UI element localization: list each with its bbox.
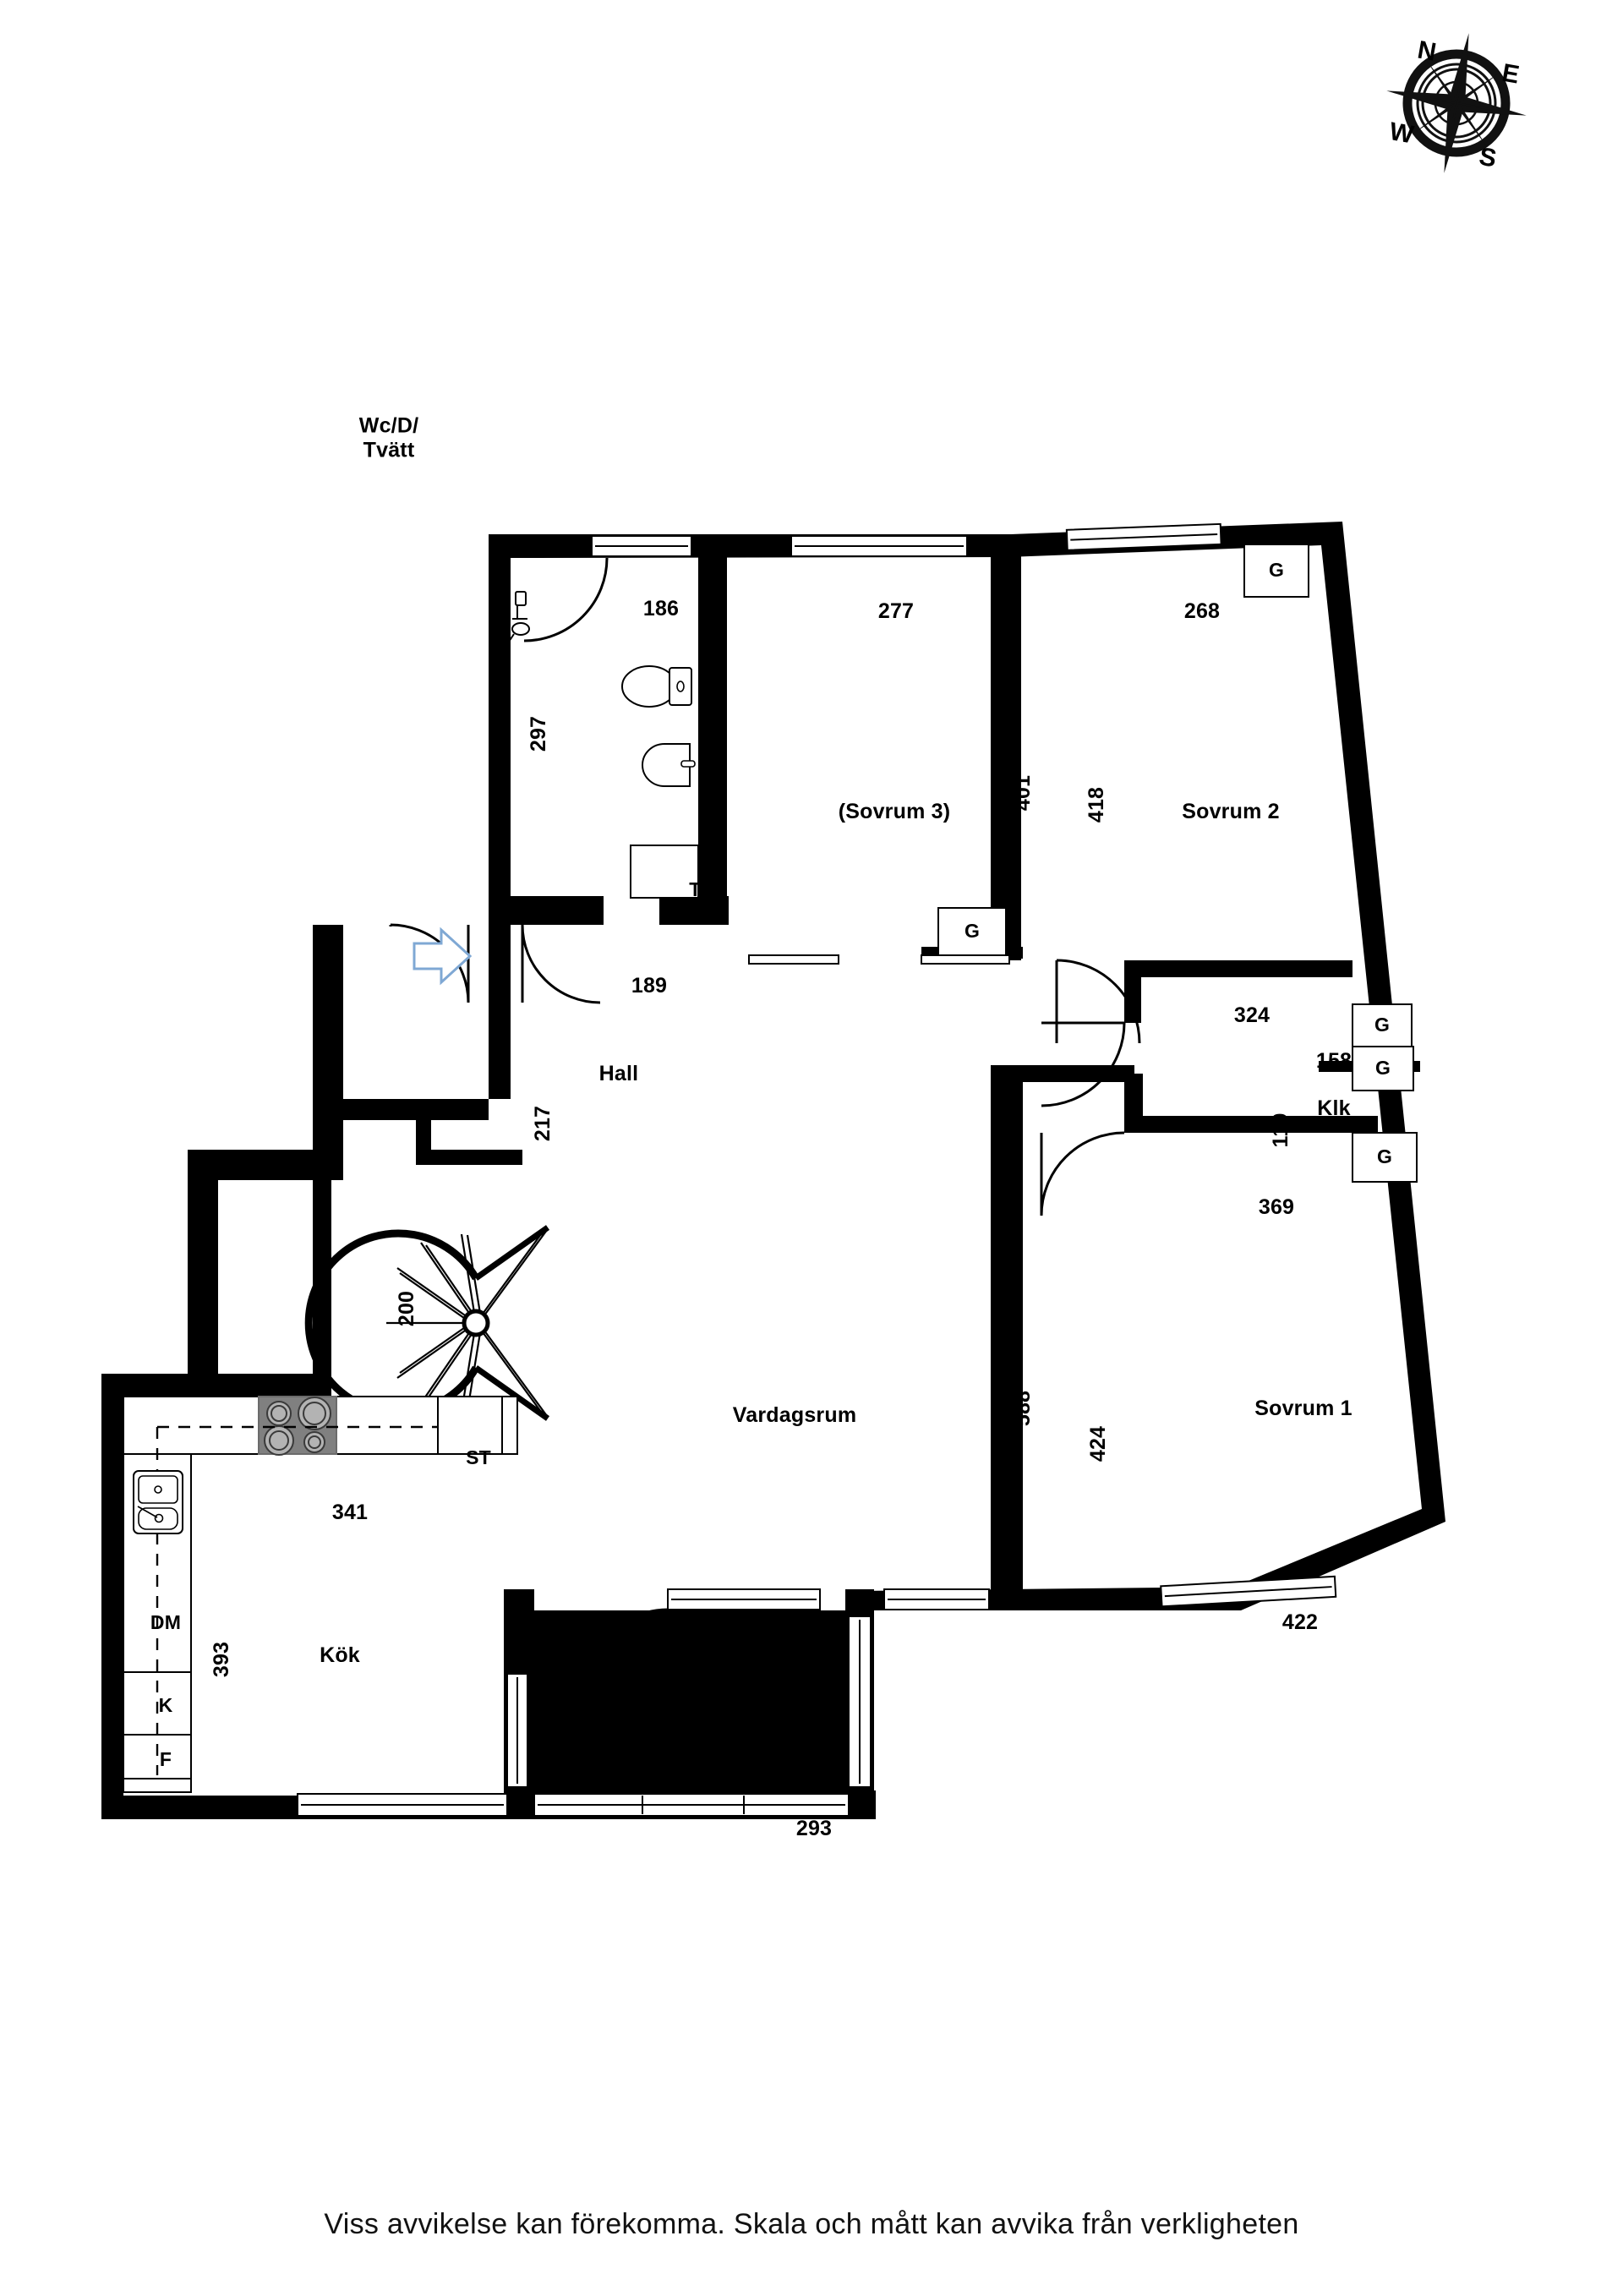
fixture-label-g-klk-1: G	[1374, 1014, 1391, 1036]
dimension-158: 158	[1315, 1049, 1352, 1073]
room-label-balkong: Inglasad Balkong	[676, 1727, 763, 1776]
dimension-588: 588	[1011, 1390, 1035, 1427]
spiral-staircase-icon	[304, 1225, 550, 1421]
wc-sink-icon	[642, 743, 696, 787]
window-268	[1065, 522, 1222, 551]
toilet-icon	[621, 665, 692, 708]
dimension-341: 341	[331, 1501, 369, 1524]
dimension-297: 297	[527, 715, 550, 752]
window-277	[790, 535, 968, 557]
room-label-sovrum2: Sovrum 2	[1182, 800, 1280, 823]
fixture-label-tm: TM	[689, 878, 718, 901]
window-sovrum3-bottom	[748, 954, 839, 965]
room-label-hall: Hall	[598, 1062, 639, 1085]
dimension-189: 189	[631, 974, 668, 998]
room-label-sovrum1: Sovrum 1	[1254, 1397, 1352, 1420]
dimension-200: 200	[395, 1290, 418, 1327]
fixture-label-k: K	[158, 1694, 173, 1717]
wardrobe-box-klk-2	[1352, 1046, 1414, 1091]
dimension-324: 324	[1233, 1003, 1271, 1027]
room-label-balkong-line1: Inglasad	[676, 1727, 764, 1752]
doors	[389, 557, 1141, 1692]
fixture-label-g-sovrum1: G	[1376, 1145, 1393, 1168]
window-422	[1160, 1575, 1337, 1608]
room-label-sovrum3: (Sovrum 3)	[838, 800, 951, 823]
dimension-186: 186	[642, 597, 680, 620]
window-vardagsrum-right	[883, 1588, 990, 1610]
wardrobes	[937, 544, 1418, 1183]
window-476	[667, 1588, 821, 1610]
dimension-418: 418	[1085, 786, 1108, 823]
dimension-181: 181	[554, 1744, 577, 1781]
fixture-label-g-sovrum3: G	[964, 920, 981, 943]
dimension-393: 393	[210, 1641, 233, 1678]
compass-label-west: W	[1387, 117, 1416, 150]
kitchen-sink-icon	[133, 1470, 183, 1534]
window-kok-bottom	[297, 1793, 508, 1817]
window-186	[591, 535, 692, 557]
kitchen-fixtures	[123, 1396, 518, 1793]
wardrobe-box-sovrum2	[1243, 544, 1309, 598]
compass-rose-icon	[1386, 33, 1527, 173]
entry-arrow-icon	[413, 927, 473, 986]
room-label-vardagsrum: Vardagsrum	[732, 1403, 857, 1427]
wardrobe-box-sovrum3	[937, 907, 1007, 956]
dimension-293: 293	[795, 1817, 833, 1840]
dimension-268: 268	[1183, 599, 1221, 623]
fixture-label-dm: DM	[150, 1611, 182, 1634]
balcony-glass-right	[848, 1615, 872, 1788]
balcony-glass-left	[506, 1673, 528, 1788]
dimension-119: 119	[1269, 1112, 1292, 1148]
interior-walls	[188, 554, 1420, 1606]
dimension-422: 422	[1281, 1610, 1319, 1634]
fixture-label-g-klk-2: G	[1374, 1057, 1391, 1080]
room-label-wc-line1: Wc/D/	[358, 413, 419, 438]
wardrobe-box-klk-1	[1352, 1003, 1413, 1047]
fixture-label-f: F	[159, 1748, 172, 1771]
room-label-wc: Wc/D/ Tvätt	[359, 413, 418, 462]
stove-icon	[258, 1396, 337, 1456]
dimension-424: 424	[1086, 1425, 1110, 1462]
dimension-217: 217	[531, 1105, 555, 1142]
dimension-401: 401	[1011, 774, 1035, 812]
room-label-kok: Kök	[320, 1643, 360, 1667]
dimension-369: 369	[1258, 1195, 1295, 1219]
window-sovrum3-bottom-2	[921, 954, 1010, 965]
room-label-balkong-line2: Balkong	[677, 1752, 763, 1775]
dimension-476: 476	[764, 1620, 801, 1643]
windows	[297, 522, 1337, 1817]
wc-fixtures	[506, 591, 699, 899]
shower-icon	[506, 591, 530, 645]
fixture-label-g-sovrum2: G	[1268, 559, 1285, 582]
room-label-klk: Klk	[1317, 1096, 1351, 1120]
dimension-277: 277	[877, 599, 915, 623]
room-label-wc-line2: Tvätt	[363, 438, 415, 462]
balcony-glass-bottom	[533, 1793, 850, 1817]
fixture-label-st: ST	[466, 1446, 491, 1469]
wardrobe-box-sovrum1	[1352, 1132, 1418, 1183]
disclaimer-caption: Viss avvikelse kan förekomma. Skala och …	[324, 2208, 1299, 2240]
